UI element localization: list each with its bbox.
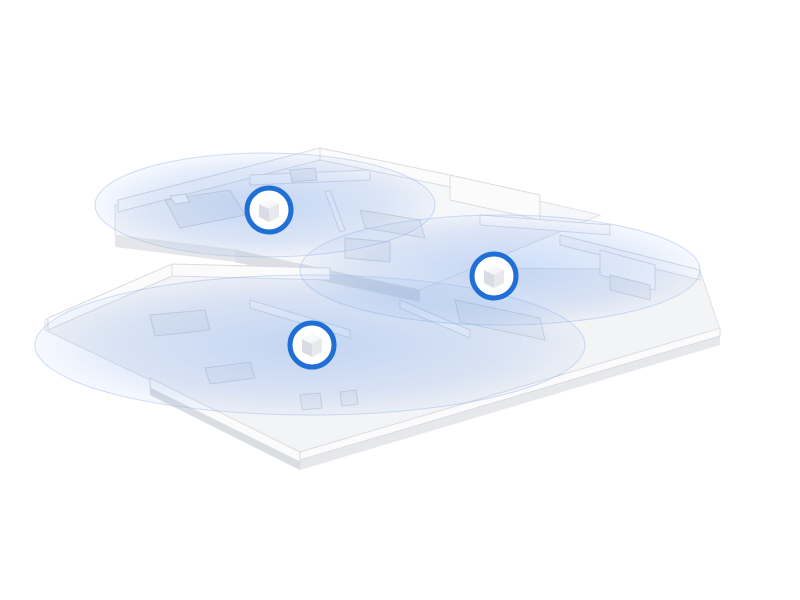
mesh-node-living-icon bbox=[469, 251, 519, 301]
mesh-node-bedroom-icon bbox=[244, 185, 294, 235]
mesh-node-kitchen-icon bbox=[287, 320, 337, 370]
